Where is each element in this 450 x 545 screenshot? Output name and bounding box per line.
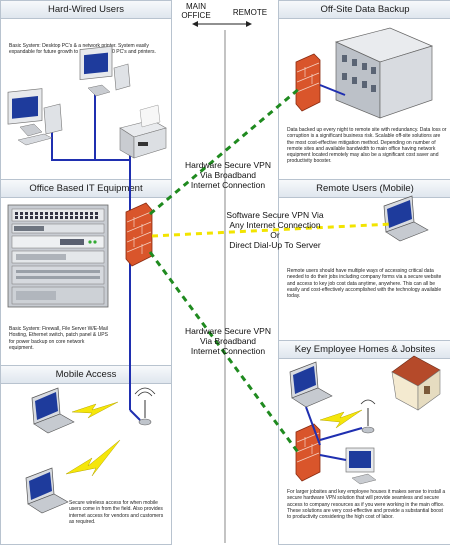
homes-jobsites-desc: For larger jobsites and key employee hou…	[287, 489, 446, 521]
laptop-icon-2	[25, 467, 69, 514]
homes-jobsites-title: Key Employee Homes & Jobsites	[279, 341, 450, 359]
firewall-icon-main	[125, 202, 153, 267]
mobile-access-panel: Mobile Access Secure wireless access for…	[0, 365, 172, 545]
vpn-link-bottom	[148, 251, 302, 456]
lightning-bolt-icon-home	[319, 409, 363, 429]
mobile-access-title: Mobile Access	[1, 366, 171, 384]
desktop-pc-icon-home	[345, 447, 377, 485]
firewall-icon-offsite	[295, 53, 321, 112]
laptop-icon-remote	[383, 195, 429, 242]
wireless-access-point-icon	[134, 387, 156, 426]
remote-users-title: Remote Users (Mobile)	[279, 180, 450, 198]
lightning-bolt-icon-1	[71, 401, 119, 419]
house-icon	[391, 355, 441, 411]
offsite-backup-desc: Data backed up every night to remote sit…	[287, 127, 447, 165]
direction-arrow	[192, 21, 252, 27]
office-it-title: Office Based IT Equipment	[1, 180, 171, 198]
vpn-link-software	[151, 222, 393, 238]
wireless-access-point-icon-home	[360, 399, 376, 434]
remote-users-panel: Remote Users (Mobile) Remote users shoul…	[278, 179, 450, 341]
hardwired-users-title: Hard-Wired Users	[1, 1, 171, 19]
data-center-building-icon	[334, 27, 434, 119]
lightning-bolt-icon-2	[65, 439, 121, 477]
vpn-bottom-label: Hardware Secure VPN Via Broadband Intern…	[185, 326, 271, 356]
server-rack-icon	[7, 204, 109, 308]
offsite-backup-title: Off-Site Data Backup	[279, 1, 450, 19]
remote-users-desc: Remote users should have multiple ways o…	[287, 268, 442, 300]
desktop-pc-icon-1	[7, 88, 63, 146]
remote-label: REMOTE	[232, 8, 268, 17]
printer-icon	[119, 104, 167, 159]
vpn-top-label: Hardware Secure VPN Via Broadband Intern…	[185, 160, 271, 190]
office-it-desc: Basic System: Firewall, File Server W/E-…	[9, 326, 108, 351]
vpn-software-label: Software Secure VPN Via Any Internet Con…	[226, 210, 324, 250]
mobile-access-desc: Secure wireless access for when mobile u…	[69, 500, 164, 525]
desktop-pc-icon-2	[79, 45, 131, 97]
laptop-icon-1	[31, 387, 75, 434]
laptop-icon-home	[289, 361, 333, 408]
main-office-label: MAIN OFFICE	[181, 2, 211, 20]
